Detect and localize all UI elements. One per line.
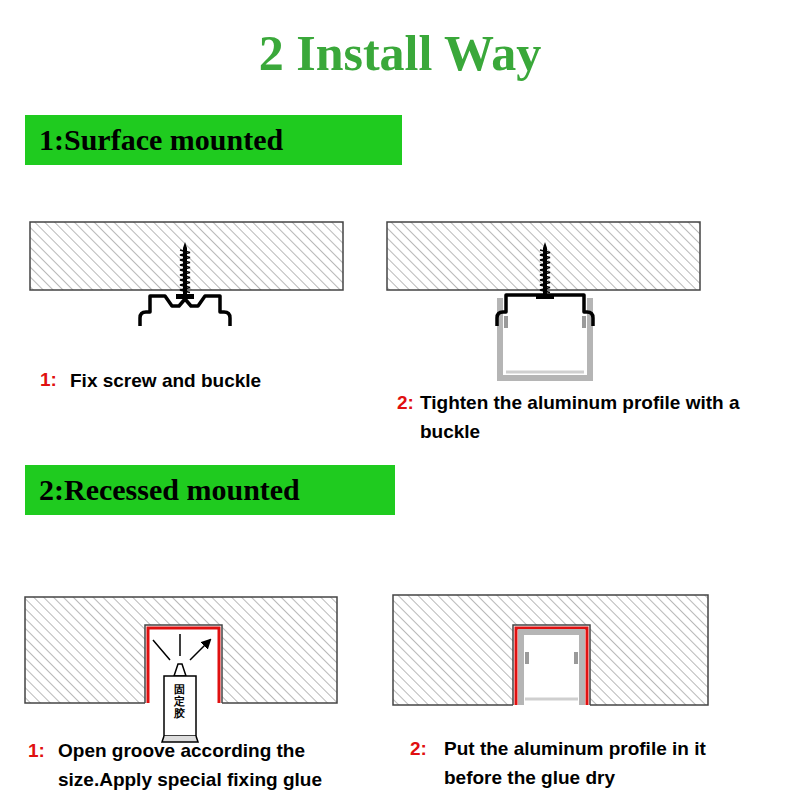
buckle-clip: [497, 295, 593, 326]
step-number: 1:: [28, 737, 45, 766]
section-band: 1:Surface mounted: [25, 115, 402, 165]
screw: [176, 242, 194, 299]
screw: [536, 242, 554, 299]
diffuser: [506, 371, 584, 374]
step-number: 2:: [397, 389, 414, 418]
diffuser: [525, 698, 578, 701]
glue-tube-label: 固定胶: [174, 684, 185, 720]
step-number: 2:: [410, 735, 427, 764]
profile-lip: [527, 652, 576, 664]
glue-nozzle: [174, 664, 186, 676]
groove-edge: [513, 625, 590, 705]
glue-layer: [516, 628, 587, 705]
title: 2 Install Way: [0, 26, 800, 81]
section-heading: 1:Surface mounted: [39, 123, 283, 157]
aluminum-profile: [500, 298, 590, 378]
step-text: Open groove according the size.Apply spe…: [58, 737, 378, 794]
buckle-clip: [140, 296, 230, 326]
step-number: 1:: [40, 366, 57, 395]
groove: [513, 625, 590, 707]
step-text: Fix screw and buckle: [70, 367, 370, 396]
section-band: 2:Recessed mounted: [25, 465, 395, 515]
glue-arrow: [153, 634, 210, 660]
aluminum-profile: [521, 632, 582, 705]
step-text: Put the aluminum profile in it before th…: [444, 735, 764, 792]
profile-lip: [506, 316, 584, 328]
section-heading: 2:Recessed mounted: [39, 473, 300, 507]
glue-tube: [164, 676, 196, 736]
step-text: Tighten the aluminum profile with a buck…: [420, 389, 765, 446]
